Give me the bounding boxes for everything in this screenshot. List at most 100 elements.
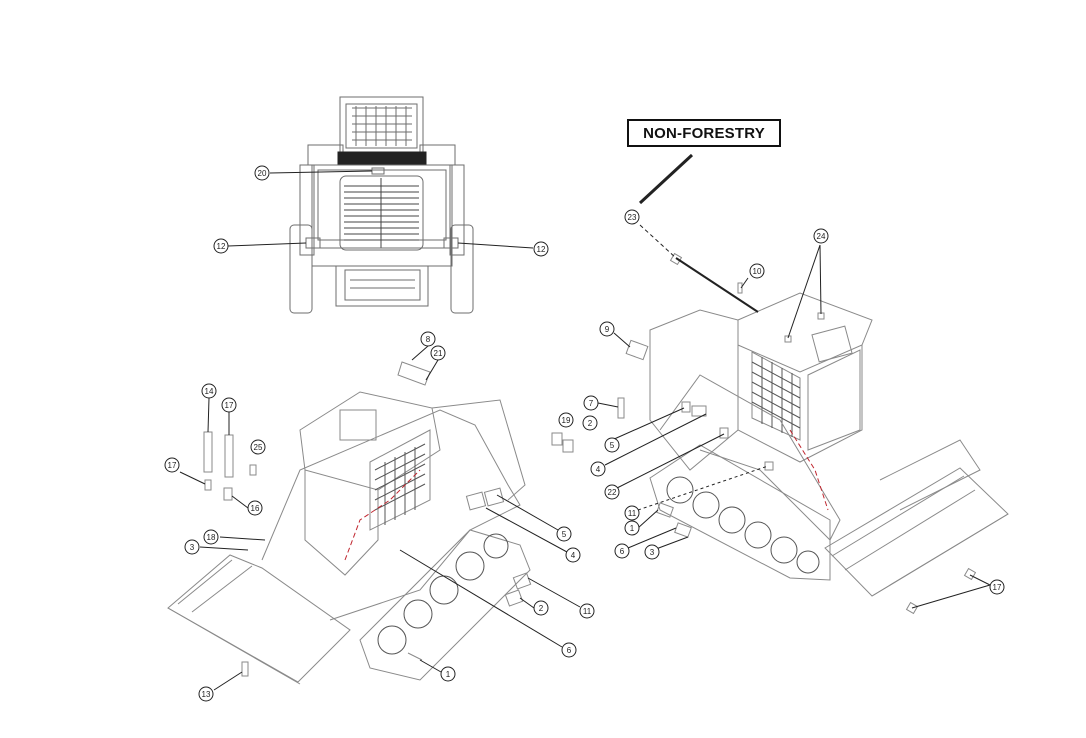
non-forestry-text: NON-FORESTRY [643, 124, 765, 142]
leader-r-10 [740, 277, 749, 289]
callout-number: 17 [993, 583, 1002, 592]
right-decal-24a [784, 335, 792, 343]
left-bucket-edges [167, 559, 301, 685]
rear-left-track [289, 224, 313, 314]
left-roof-panel [339, 409, 377, 441]
right-lift-arm [659, 374, 841, 541]
left-decal-2 [504, 589, 524, 607]
rear-engine-grille [339, 175, 424, 251]
rear-hitch [344, 269, 421, 301]
callout-l-11: 11 [579, 603, 595, 619]
callout-l-17a: 17 [221, 397, 237, 413]
leader-l-16 [231, 495, 249, 509]
left-hydraulic-line [344, 469, 421, 561]
left-decal-4 [483, 487, 505, 507]
left-decal-11 [512, 572, 532, 590]
callout-number: 16 [251, 504, 260, 513]
right-decal-7 [617, 397, 625, 419]
callout-circle [247, 500, 263, 516]
callout-l-4: 4 [565, 547, 581, 563]
callout-rear-20: 20 [254, 165, 270, 181]
right-rear-body [649, 309, 739, 471]
callout-rear-12-left: 12 [213, 238, 229, 254]
callout-circle [558, 412, 574, 428]
left-decal-14 [203, 431, 213, 473]
callout-circle [579, 603, 595, 619]
callout-number: 12 [217, 242, 226, 251]
callout-number: 1 [446, 670, 451, 679]
callout-number: 11 [583, 607, 592, 616]
left-track-rollers [377, 533, 509, 655]
left-side-grille [369, 429, 431, 531]
leader-l-18 [219, 536, 266, 541]
left-decal-5 [465, 491, 487, 511]
callout-number: 25 [254, 443, 263, 452]
rear-lower-frame [311, 247, 453, 267]
right-track-rollers [666, 476, 820, 574]
rear-undercarriage [335, 265, 429, 307]
leader-r-24b [819, 244, 822, 315]
leader-r-24a [787, 244, 821, 339]
callout-r-11: 11 [624, 505, 640, 521]
callout-circle [201, 383, 217, 399]
rear-window-grid [345, 103, 418, 149]
leader-r-17b [911, 584, 991, 609]
callout-number: 10 [753, 267, 762, 276]
leader-rear-20 [269, 170, 373, 174]
callout-number: 1 [630, 524, 635, 533]
callout-r-2: 2 [582, 415, 598, 431]
callout-number: 5 [610, 441, 615, 450]
callout-circle [614, 543, 630, 559]
callout-number: 9 [605, 325, 610, 334]
leader-r-4 [604, 413, 707, 466]
callout-circle [213, 238, 229, 254]
left-bucket [167, 554, 351, 683]
rear-grille-grid [352, 106, 412, 146]
rear-left-arm [299, 164, 315, 256]
right-decal-2 [681, 401, 691, 413]
left-view-machine [167, 361, 532, 685]
callout-number: 3 [190, 543, 195, 552]
callout-circle [644, 544, 660, 560]
right-decal-5 [691, 405, 707, 417]
leader-rear-12-left [227, 242, 307, 247]
right-view-leaders [597, 153, 991, 609]
callout-l-21: 21 [430, 345, 446, 361]
callout-r-3: 3 [644, 544, 660, 560]
right-track [649, 444, 831, 581]
callout-circle [624, 209, 640, 225]
leader-r-7 [597, 402, 619, 408]
rear-view-leaders [227, 170, 534, 249]
leader-r-22-dash [637, 465, 769, 511]
rear-view-machine [289, 96, 474, 314]
callout-circle [420, 331, 436, 347]
callout-r-1: 1 [624, 520, 640, 536]
leader-r-5 [611, 407, 685, 441]
rear-grille-slats [344, 178, 419, 248]
callout-circle [164, 457, 180, 473]
left-decal-1 [407, 652, 423, 661]
right-bucket-edges [831, 475, 1009, 597]
callout-circle [184, 539, 200, 555]
callout-circle [749, 263, 765, 279]
rear-body-inner [317, 169, 447, 241]
right-decal-17a [963, 567, 977, 581]
callout-number: 14 [205, 387, 214, 396]
callout-r-22: 22 [604, 484, 620, 500]
right-decal-17b [905, 601, 919, 615]
leader-l-4 [485, 507, 568, 553]
callout-r-9: 9 [599, 321, 615, 337]
left-decal-17 [224, 434, 234, 478]
leader-r-23-dash [639, 224, 677, 259]
callout-r-19: 19 [558, 412, 574, 428]
callout-circle [989, 579, 1005, 595]
rear-right-arm [449, 164, 465, 256]
callout-number: 5 [562, 530, 567, 539]
left-view-leaders [179, 345, 581, 691]
left-cab-door [304, 470, 379, 576]
callout-number: 6 [620, 547, 625, 556]
callout-number: 18 [207, 533, 216, 542]
left-decal-13 [241, 661, 249, 677]
right-front-frame [879, 439, 981, 511]
